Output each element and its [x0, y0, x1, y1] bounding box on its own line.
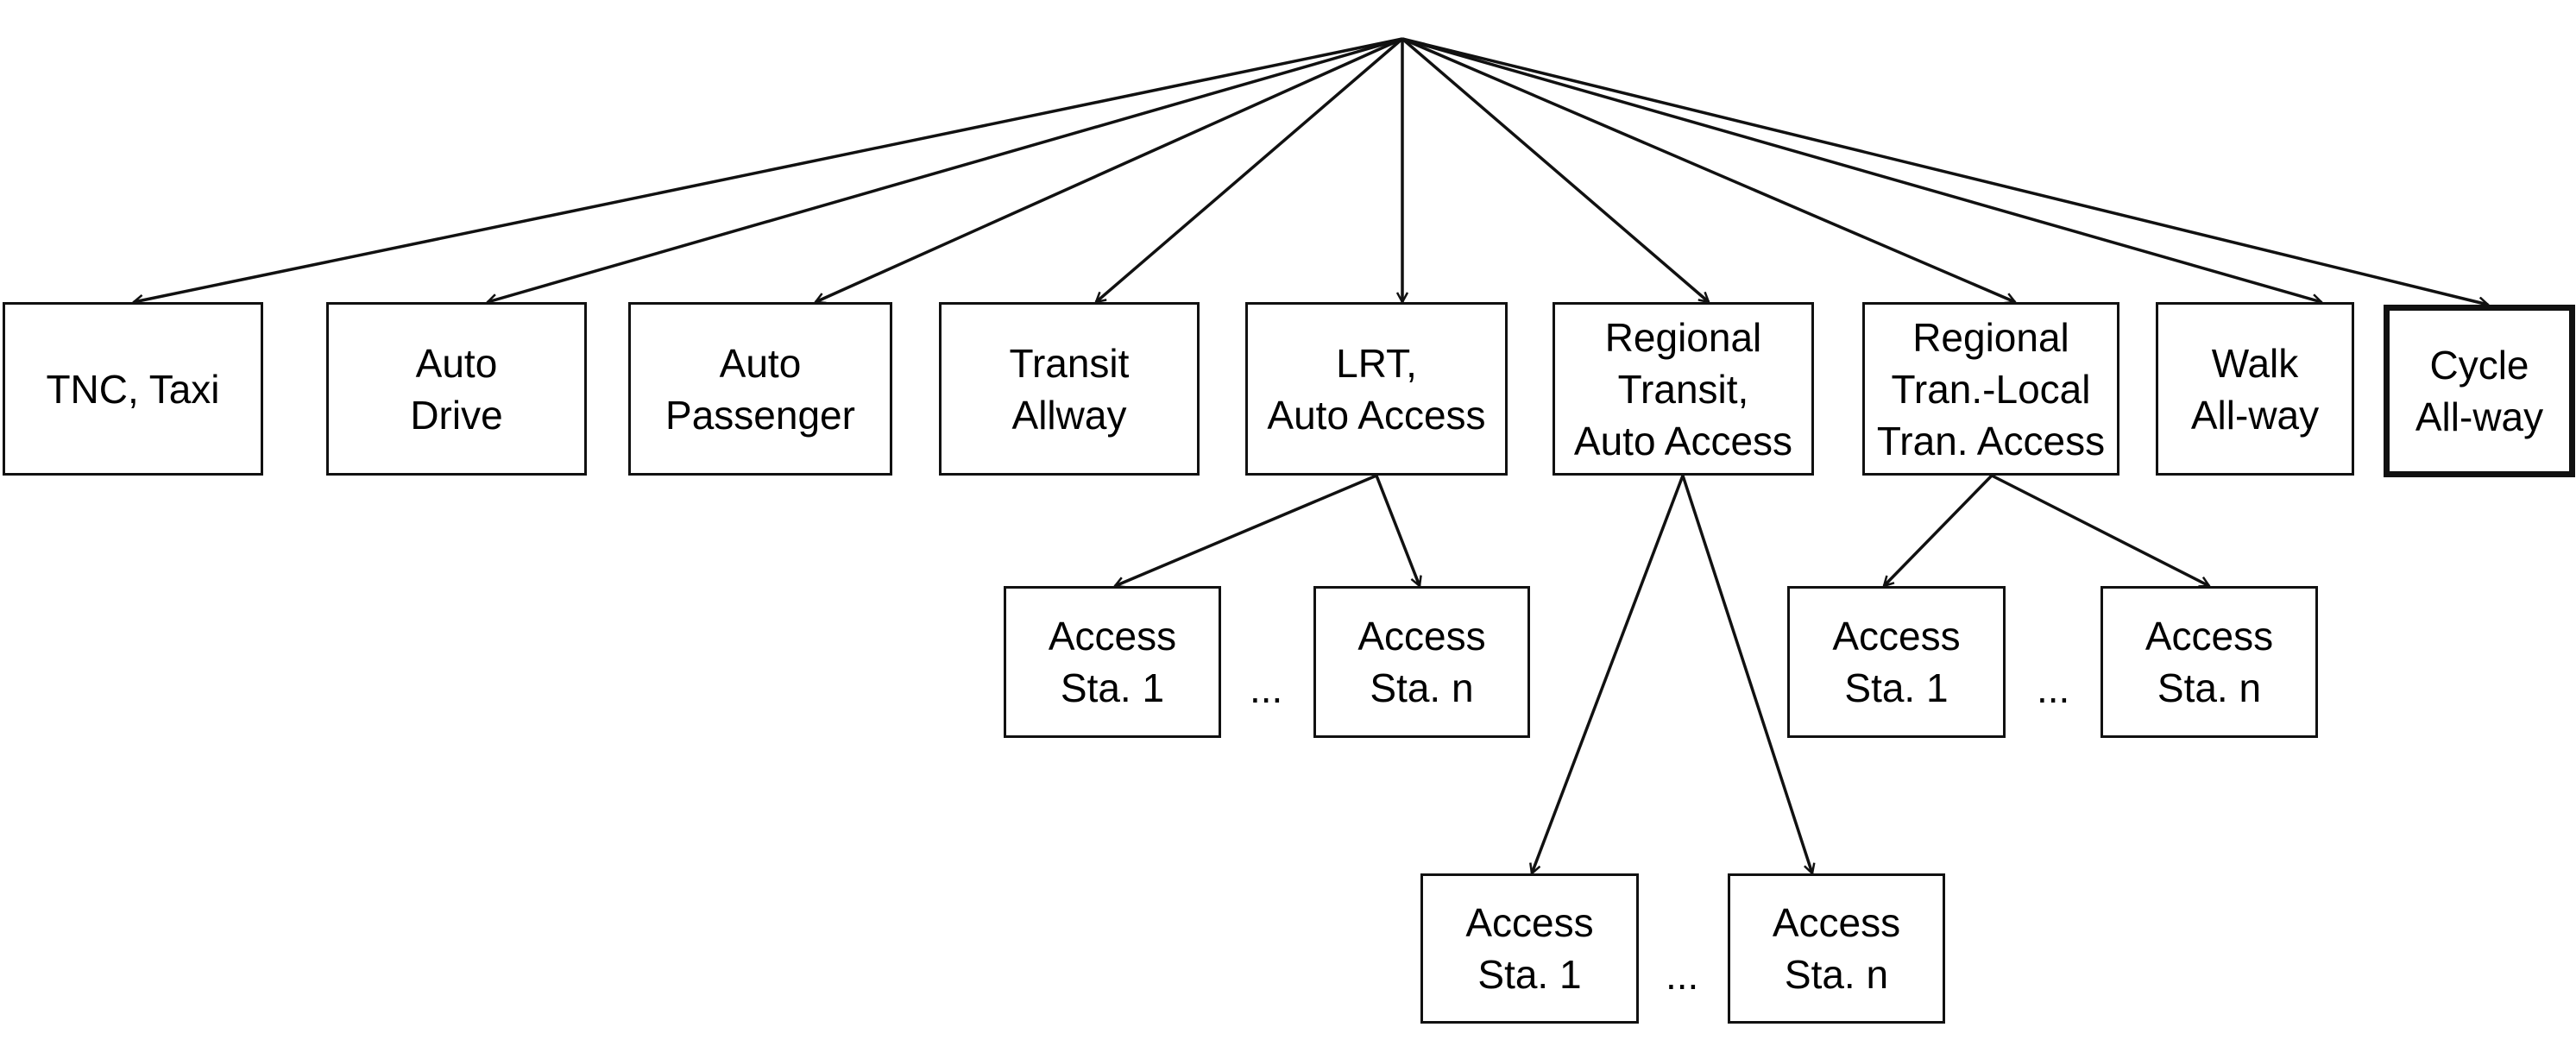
node-label: Walk All-way	[2190, 340, 2320, 438]
local-access-station-1: Access Sta. 1	[1787, 586, 2006, 738]
node-walk-all-way: Walk All-way	[2156, 302, 2354, 476]
node-label: Access Sta. 1	[1832, 614, 1961, 710]
lrt-access-station-1: Access Sta. 1	[1004, 586, 1221, 738]
node-transit-allway: Transit Allway	[939, 302, 1200, 476]
node-label: TNC, Taxi	[46, 366, 220, 412]
node-auto-drive: Auto Drive	[326, 302, 587, 476]
node-lrt-auto-access: LRT, Auto Access	[1245, 302, 1508, 476]
node-auto-passenger: Auto Passenger	[628, 302, 892, 476]
node-label: Access Sta. n	[2145, 614, 2274, 710]
edge-regional-to-stan	[1681, 475, 1812, 873]
node-regional-transit-auto-access: Regional Transit, Auto Access	[1553, 302, 1814, 476]
node-label: Access Sta. n	[1772, 900, 1901, 997]
edge-root-to-tnc	[134, 37, 1403, 302]
node-label: LRT, Auto Access	[1267, 340, 1486, 438]
node-label: Access Sta. 1	[1465, 900, 1594, 997]
edge-local-to-sta1	[1884, 474, 1993, 586]
lrt-ellipsis: ...	[1250, 666, 1283, 711]
regional-access-station-1: Access Sta. 1	[1420, 873, 1639, 1024]
edge-root-to-walk	[1401, 37, 2321, 302]
node-label: Access Sta. 1	[1048, 614, 1177, 710]
edge-regional-to-sta1	[1532, 475, 1685, 873]
node-tnc-taxi: TNC, Taxi	[3, 302, 263, 476]
edge-lrt-to-sta1	[1115, 474, 1377, 586]
edge-root-to-auto_passenger	[816, 37, 1403, 302]
node-label: Regional Tran.-Local Tran. Access	[1876, 314, 2106, 463]
node-label: Cycle All-way	[2415, 343, 2544, 439]
node-label: Auto Drive	[410, 340, 503, 438]
local-access-station-n: Access Sta. n	[2100, 586, 2318, 738]
node-label: Access Sta. n	[1357, 614, 1486, 710]
node-label: Auto Passenger	[665, 340, 855, 438]
node-label: Transit Allway	[1009, 340, 1130, 438]
regional-ellipsis: ...	[1666, 953, 1699, 998]
regional-access-station-n: Access Sta. n	[1728, 873, 1945, 1024]
node-cycle-all-way: Cycle All-way	[2384, 305, 2575, 477]
edge-root-to-auto_drive	[488, 37, 1403, 302]
node-regional-tran-local-access: Regional Tran.-Local Tran. Access	[1862, 302, 2119, 476]
node-label: Regional Transit, Auto Access	[1573, 314, 1793, 463]
edge-root-to-transit_allway	[1096, 37, 1404, 302]
lrt-access-station-n: Access Sta. n	[1313, 586, 1530, 738]
local-ellipsis: ...	[2037, 666, 2070, 711]
edge-lrt-to-stan	[1375, 475, 1420, 586]
edge-local-to-stan	[1991, 474, 2209, 586]
edge-root-to-cycle	[1401, 37, 2488, 305]
edge-root-to-regional_local	[1401, 37, 2015, 302]
edge-root-to-regional_auto	[1401, 37, 1709, 302]
